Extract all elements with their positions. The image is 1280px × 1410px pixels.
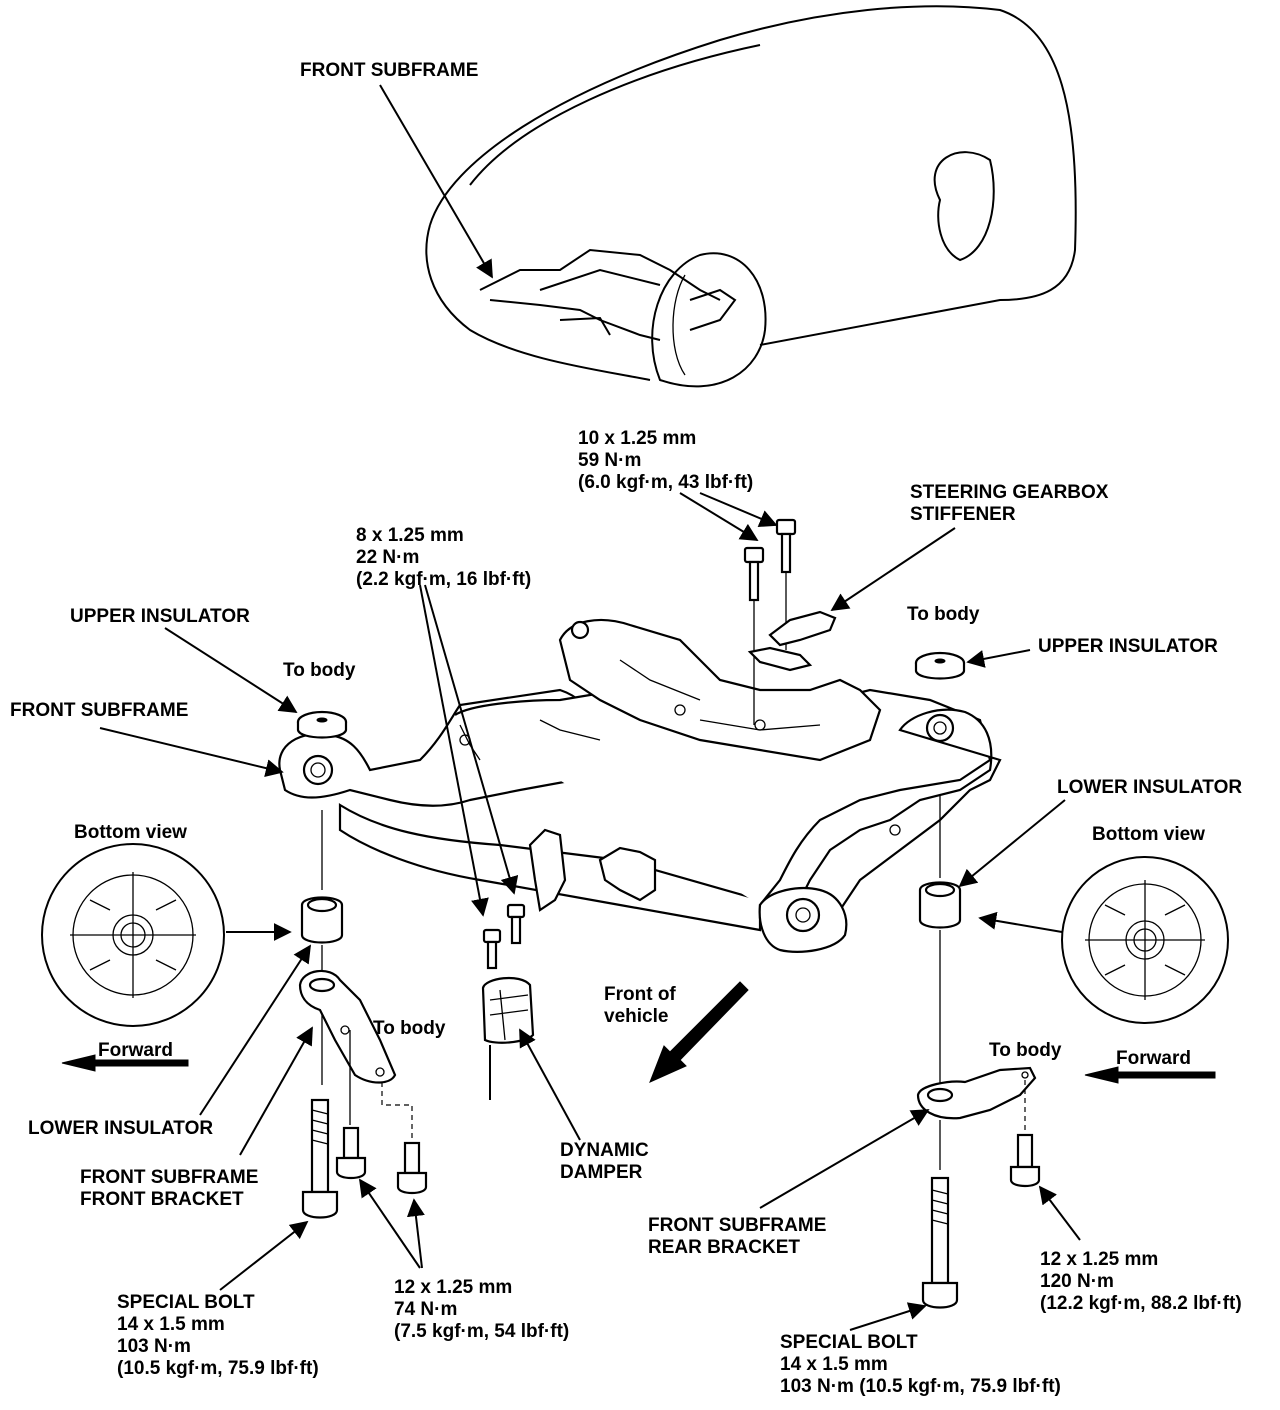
label-line: STEERING GEARBOX <box>910 482 1109 503</box>
label-line: 12 x 1.25 mm <box>394 1277 513 1298</box>
label-special-bolt-right: SPECIAL BOLT 14 x 1.5 mm 103 N·m (10.5 k… <box>780 1332 1061 1398</box>
upper-insulator-left-drawing <box>296 710 348 739</box>
label-line: REAR BRACKET <box>648 1237 800 1258</box>
label-line: STIFFENER <box>910 504 1016 525</box>
label-line: 103 N·m (10.5 kgf·m, 75.9 lbf·ft) <box>780 1376 1061 1397</box>
label-line: 8 x 1.25 mm <box>356 525 464 546</box>
bottom-view-right-drawing <box>1061 856 1229 1024</box>
label-to-body-left: To body <box>283 660 356 681</box>
label-line: 14 x 1.5 mm <box>117 1314 225 1335</box>
label-bolt-10mm: 10 x 1.25 mm 59 N·m (6.0 kgf·m, 43 lbf·f… <box>578 428 753 494</box>
label-bolt-8mm: 8 x 1.25 mm 22 N·m (2.2 kgf·m, 16 lbf·ft… <box>356 525 531 591</box>
label-line: 103 N·m <box>117 1336 191 1357</box>
label-forward-right: Forward <box>1116 1048 1191 1069</box>
label-forward-left: Forward <box>98 1040 173 1061</box>
label-line: 22 N·m <box>356 547 420 568</box>
label-front-of-vehicle: Front of vehicle <box>604 984 676 1028</box>
label-steering-gearbox-stiffener: STEERING GEARBOX STIFFENER <box>910 482 1108 526</box>
label-line: DYNAMIC <box>560 1140 649 1161</box>
front-subframe-drawing <box>278 618 1002 953</box>
label-bolt-12mm-74: 12 x 1.25 mm 74 N·m (7.5 kgf·m, 54 lbf·f… <box>394 1277 569 1343</box>
label-bottom-view-left: Bottom view <box>74 822 187 843</box>
label-to-body-right: To body <box>907 604 980 625</box>
label-front-subframe-left: FRONT SUBFRAME <box>10 700 189 721</box>
label-upper-insulator-left: UPPER INSULATOR <box>70 606 250 627</box>
label-dynamic-damper: DYNAMIC DAMPER <box>560 1140 649 1184</box>
label-upper-insulator-right: UPPER INSULATOR <box>1038 636 1218 657</box>
label-line: FRONT BRACKET <box>80 1189 244 1210</box>
label-line: 74 N·m <box>394 1299 458 1320</box>
label-line: 12 x 1.25 mm <box>1040 1249 1159 1270</box>
vehicle-outline <box>425 5 1077 388</box>
label-line: 59 N·m <box>578 450 642 471</box>
lower-insulator-left-drawing <box>300 896 344 944</box>
label-line: (2.2 kgf·m, 16 lbf·ft) <box>356 569 532 590</box>
label-line: SPECIAL BOLT <box>117 1292 255 1313</box>
stiffener-and-bolts <box>743 518 837 725</box>
label-line: SPECIAL BOLT <box>780 1332 918 1353</box>
label-lower-insulator-left: LOWER INSULATOR <box>28 1118 214 1139</box>
label-line: vehicle <box>604 1006 669 1027</box>
forward-arrows <box>61 1054 1216 1084</box>
label-line: (6.0 kgf·m, 43 lbf·ft) <box>578 472 754 493</box>
label-rear-bracket: FRONT SUBFRAME REAR BRACKET <box>648 1215 826 1259</box>
label-line: (10.5 kgf·m, 75.9 lbf·ft) <box>117 1358 319 1379</box>
front-of-vehicle-arrow <box>649 981 749 1083</box>
upper-insulator-right-drawing <box>914 651 966 680</box>
lower-insulator-right-drawing <box>918 881 962 929</box>
bottom-bolts <box>301 903 1041 1309</box>
label-line: 120 N·m <box>1040 1271 1114 1292</box>
label-line: 14 x 1.5 mm <box>780 1354 888 1375</box>
label-bottom-view-right: Bottom view <box>1092 824 1205 845</box>
label-bolt-12mm-120: 12 x 1.25 mm 120 N·m (12.2 kgf·m, 88.2 l… <box>1040 1249 1242 1315</box>
label-front-bracket: FRONT SUBFRAME FRONT BRACKET <box>80 1167 258 1211</box>
front-bracket-drawing <box>298 969 413 1140</box>
label-to-body-rear: To body <box>989 1040 1062 1061</box>
label-line: DAMPER <box>560 1162 643 1183</box>
leader-arrows <box>99 84 1081 1331</box>
rear-bracket-drawing <box>916 1066 1037 1135</box>
label-line: 10 x 1.25 mm <box>578 428 697 449</box>
label-front-subframe-top: FRONT SUBFRAME <box>300 60 479 81</box>
label-line: FRONT SUBFRAME <box>648 1215 827 1236</box>
label-special-bolt-left: SPECIAL BOLT 14 x 1.5 mm 103 N·m (10.5 k… <box>117 1292 319 1380</box>
label-lower-insulator-right: LOWER INSULATOR <box>1057 777 1243 798</box>
label-to-body-bracket: To body <box>373 1018 446 1039</box>
label-line: FRONT SUBFRAME <box>80 1167 259 1188</box>
label-line: (7.5 kgf·m, 54 lbf·ft) <box>394 1321 570 1342</box>
label-line: (12.2 kgf·m, 88.2 lbf·ft) <box>1040 1293 1242 1314</box>
label-line: Front of <box>604 984 676 1005</box>
bottom-view-left-drawing <box>41 843 225 1027</box>
